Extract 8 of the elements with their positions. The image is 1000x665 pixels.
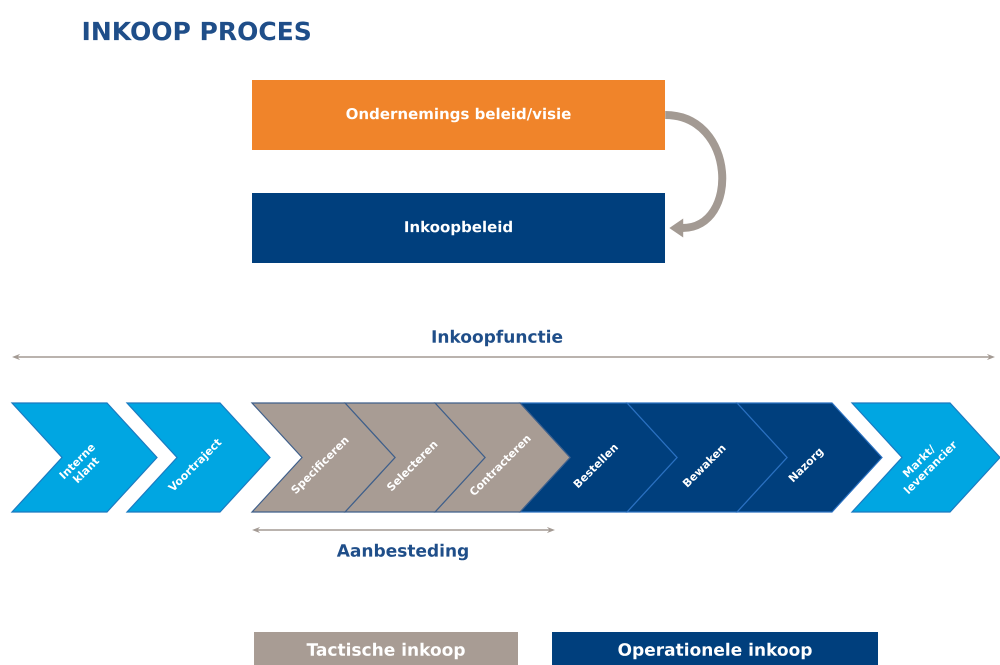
legend-box: Tactische inkoop [254, 632, 518, 665]
title: INKOOP PROCES [84, 22, 310, 40]
legend-box: Operationele inkoop [552, 632, 878, 665]
curved-arrow [664, 111, 726, 238]
span-label: Inkoopfunctie [432, 330, 562, 346]
process-box: Ondernemings beleid/visie [252, 80, 665, 150]
span-label: Aanbesteding [336, 544, 468, 560]
process-box: Inkoopbeleid [252, 193, 665, 263]
